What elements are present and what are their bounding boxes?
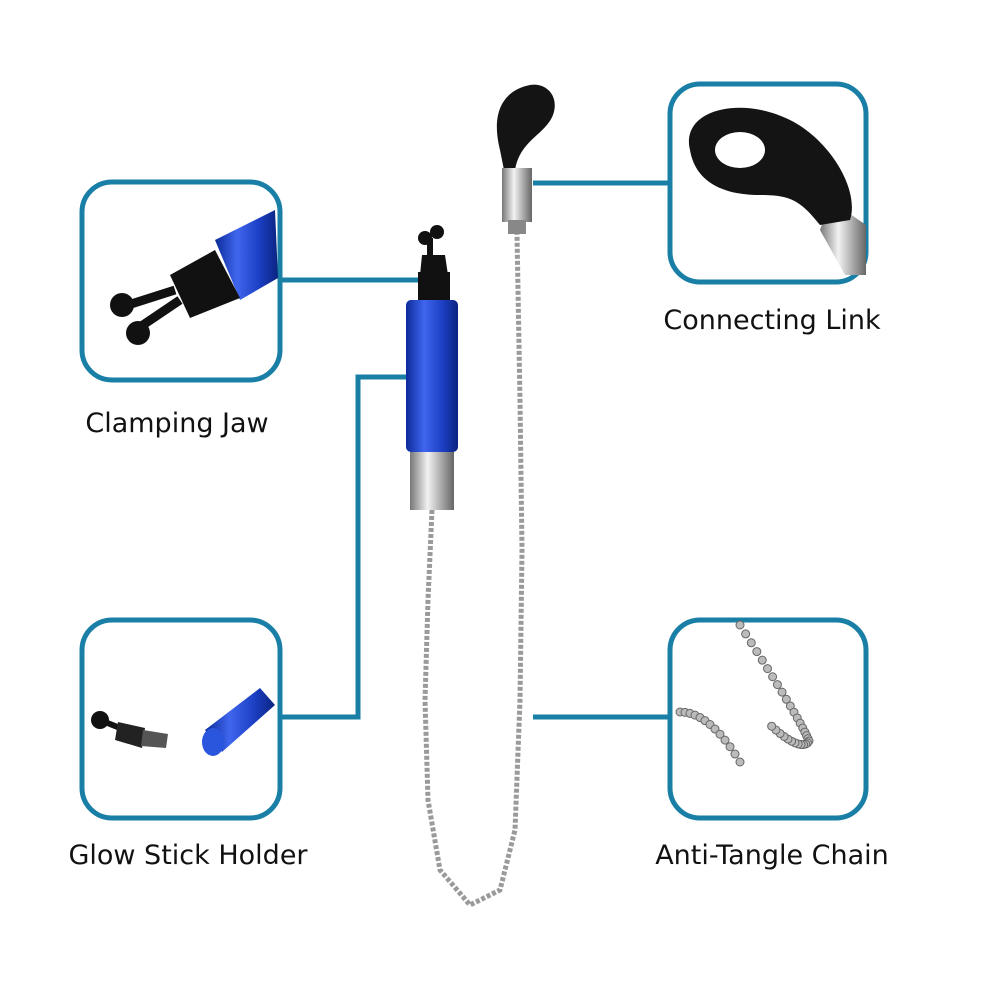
label-clamping-jaw: Clamping Jaw: [85, 408, 269, 439]
chain-bead: [768, 672, 778, 682]
blue-body: [406, 300, 458, 452]
chain-bead: [763, 664, 773, 674]
connector-lines: [280, 180, 670, 720]
chain-bead: [777, 687, 787, 697]
chain-bead: [772, 680, 782, 690]
chain-bead: [725, 742, 735, 752]
chain-bead: [757, 655, 767, 665]
glow-stick-holder-icon: [91, 688, 275, 756]
connector-glow-stick-holder: [280, 374, 412, 720]
label-anti-tangle-chain: Anti-Tangle Chain: [655, 840, 889, 871]
chain-bead: [767, 721, 777, 731]
connecting-link-icon: [688, 107, 866, 275]
chain-bead: [720, 735, 730, 745]
chain-bead: [781, 694, 791, 704]
chain-bead: [746, 638, 756, 648]
label-connecting-link: Connecting Link: [663, 305, 881, 336]
chain-bead: [715, 729, 725, 739]
bead-chain-icon: [675, 620, 814, 767]
label-glow-stick-holder: Glow Stick Holder: [68, 840, 308, 871]
chain-bead: [730, 749, 740, 759]
callout-box-glow-stick-holder: [79, 617, 283, 821]
bobbin-product-image: [406, 84, 555, 909]
chain-bead: [735, 620, 745, 630]
callout-box-anti-tangle-chain: [667, 617, 869, 821]
chain-bead: [741, 629, 751, 639]
chain-bead: [752, 647, 762, 657]
chain-line: [422, 233, 525, 909]
clamping-jaw-icon: [110, 210, 278, 345]
chain-bead: [735, 757, 745, 767]
